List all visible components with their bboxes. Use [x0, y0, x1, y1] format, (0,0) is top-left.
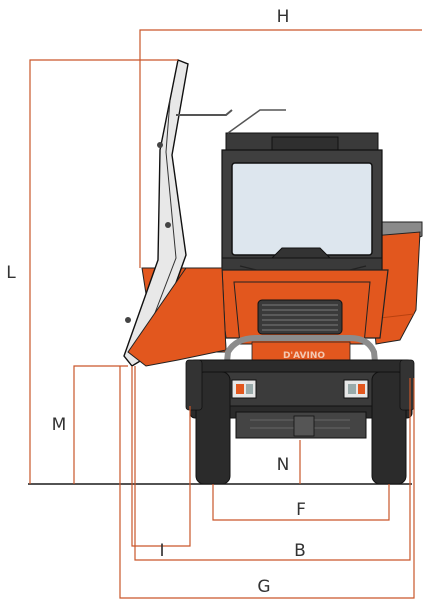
label-n: N	[277, 455, 290, 475]
right-tire	[371, 359, 415, 485]
left-tire	[185, 359, 231, 485]
dim-line-i	[131, 366, 191, 547]
dim-line-b	[134, 366, 411, 561]
dim-line-g	[119, 366, 415, 599]
dim-line-f	[212, 484, 390, 521]
left-headlight	[231, 379, 257, 399]
front-bumper: D'AVINO	[189, 335, 413, 439]
tipped-skip	[123, 59, 286, 367]
brand-logo-text: D'AVINO	[283, 351, 325, 361]
cab	[221, 132, 383, 279]
skip-lift-arm	[176, 109, 233, 116]
bull-bar	[223, 335, 379, 373]
label-m: M	[52, 415, 67, 435]
dim-line-l	[29, 59, 178, 484]
label-l: L	[6, 263, 16, 283]
dumper-machine: D'AVINO	[123, 59, 423, 485]
grille-dots	[262, 304, 338, 331]
dim-line-m	[73, 365, 128, 484]
dimension-lines	[29, 29, 422, 599]
dim-line-h	[139, 29, 422, 268]
dimension-labels: H L M N F I B G	[6, 7, 306, 597]
skip-inner-line	[139, 99, 177, 353]
label-f: F	[296, 500, 306, 520]
label-i: I	[159, 541, 164, 561]
windshield	[231, 162, 373, 256]
label-h: H	[277, 7, 290, 27]
label-b: B	[294, 541, 306, 561]
label-g: G	[257, 577, 270, 597]
right-headlight	[343, 379, 369, 399]
